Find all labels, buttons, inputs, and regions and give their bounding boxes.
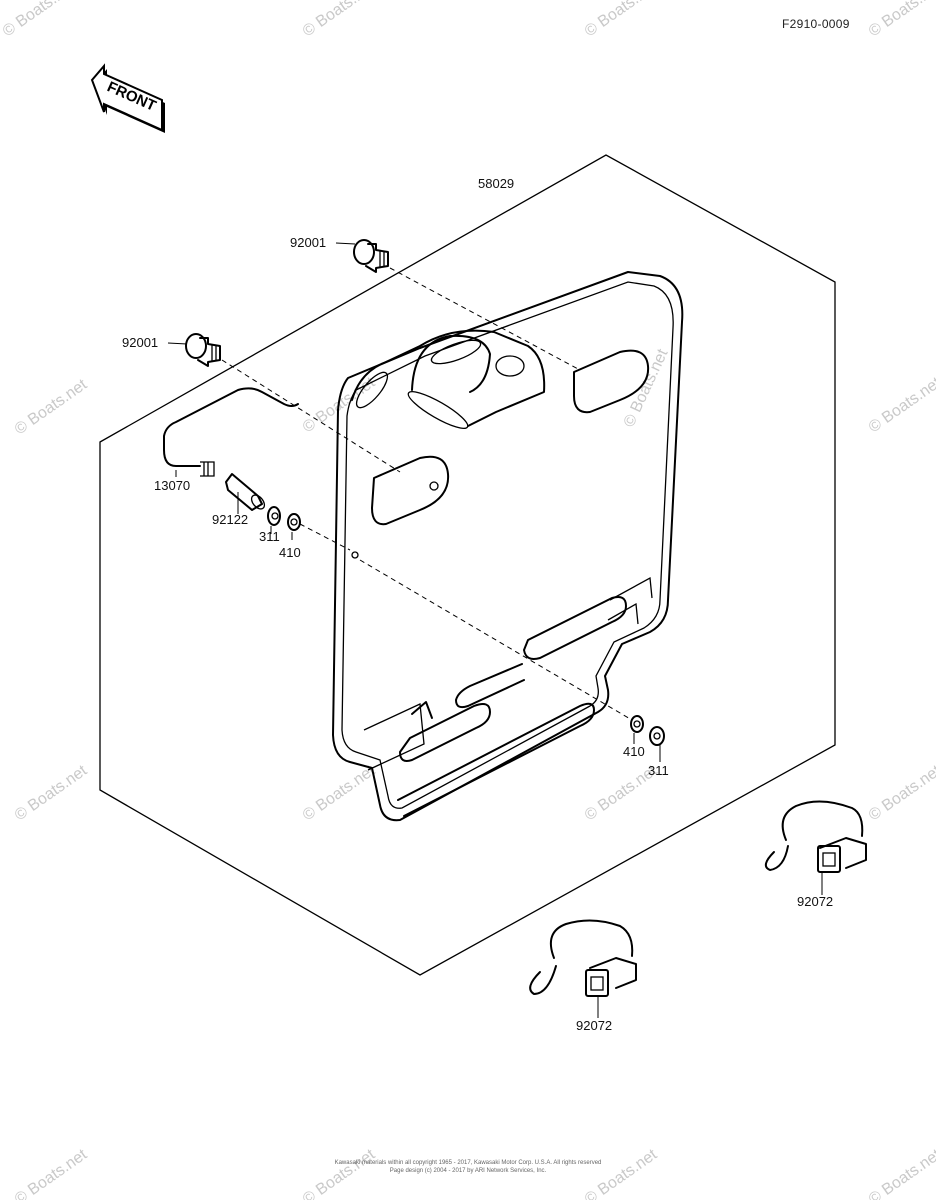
watermark: © Boats.net xyxy=(0,0,79,40)
watermark: © Boats.net xyxy=(300,1146,379,1200)
nut-311-right xyxy=(649,726,665,746)
assembly-lines xyxy=(221,267,633,721)
watermark: © Boats.net xyxy=(866,0,936,40)
nut-311-left xyxy=(267,506,281,526)
bolt-92001-left xyxy=(185,333,221,367)
band-92072-bottom xyxy=(529,919,637,997)
watermark: © Boats.net xyxy=(582,0,661,40)
assembly-boundary xyxy=(99,154,836,976)
watermark: © Boats.net xyxy=(12,1146,91,1200)
washer-410-right xyxy=(630,715,644,733)
front-arrow: FRONT xyxy=(90,63,165,133)
watermark: © Boats.net xyxy=(12,762,91,824)
label-92072-right: 92072 xyxy=(797,894,833,909)
number-plate xyxy=(332,271,684,822)
label-410-left: 410 xyxy=(279,545,301,560)
label-311-left: 311 xyxy=(259,529,280,544)
watermark: © Boats.net xyxy=(300,0,379,40)
label-410-right: 410 xyxy=(623,744,645,759)
watermark: © Boats.net xyxy=(582,1146,661,1200)
watermark: © Boats.net xyxy=(12,376,91,438)
rod-13070 xyxy=(163,387,299,477)
label-92001-left: 92001 xyxy=(122,335,158,350)
watermark: © Boats.net xyxy=(866,374,936,436)
figure-code: F2910-0009 xyxy=(782,17,850,31)
band-92072-right xyxy=(764,800,867,873)
watermark: © Boats.net xyxy=(866,762,936,824)
label-92072-bottom: 92072 xyxy=(576,1018,612,1033)
collar-92122 xyxy=(225,473,266,511)
label-311-right: 311 xyxy=(648,763,669,778)
watermark: © Boats.net xyxy=(866,1146,936,1200)
washer-410-left xyxy=(287,513,301,531)
bolt-92001-top xyxy=(353,239,389,273)
watermark: © Boats.net xyxy=(300,762,379,824)
label-13070: 13070 xyxy=(154,478,190,493)
leader-lines xyxy=(167,242,823,1018)
label-92001-top: 92001 xyxy=(290,235,326,250)
footer-copyright: Kawasaki materials within all copyright … xyxy=(335,1160,602,1166)
label-58029: 58029 xyxy=(478,176,514,191)
label-92122: 92122 xyxy=(212,512,248,527)
footer-design: Page design (c) 2004 - 2017 by ARI Netwo… xyxy=(390,1168,547,1174)
